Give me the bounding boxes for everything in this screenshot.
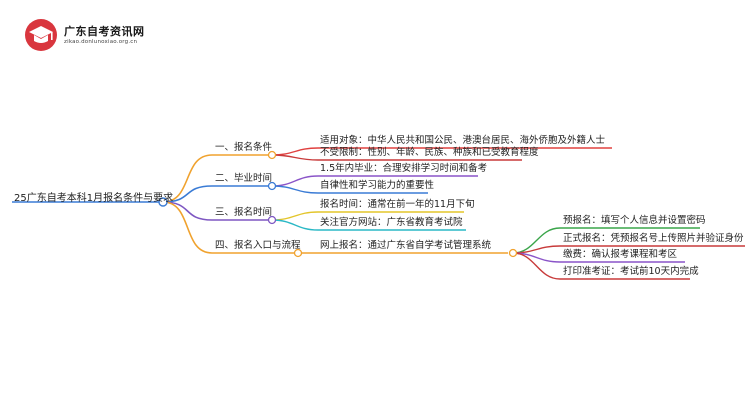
leaf-label-1-2: 不受限制：性别、年龄、民族、种族和已受教育程度 xyxy=(320,147,539,158)
sub-label-4: 打印准考证：考试前10天内完成 xyxy=(563,266,699,277)
leaf-label-4-1: 网上报名：通过广东省自学考试管理系统 xyxy=(320,240,492,251)
leaf-label-1-1: 适用对象：中华人民共和国公民、港澳台居民、海外侨胞及外籍人士 xyxy=(320,135,606,146)
branch-label-1: 一、报名条件 xyxy=(215,142,273,153)
branch-connector-3 xyxy=(162,201,213,221)
sub-label-2: 正式报名：凭预报名号上传照片并验证身份 xyxy=(563,233,744,244)
branch-node-2 xyxy=(267,181,277,191)
graduation-cap-icon xyxy=(25,19,57,51)
sub-label-3: 缴费：确认报考课程和考区 xyxy=(563,249,678,260)
leaf-label-2-2: 自律性和学习能力的重要性 xyxy=(320,180,435,191)
leaf-connector-2-1 xyxy=(271,175,319,187)
branch-label-2: 二、毕业时间 xyxy=(215,173,273,184)
leaf-node-online-registration xyxy=(508,248,518,258)
leaf-connector-1-1 xyxy=(271,147,319,156)
leaf-connector-3-1 xyxy=(271,211,319,221)
leaf-connector-1-2 xyxy=(271,154,319,161)
branch-label-3: 三、报名时间 xyxy=(215,207,273,218)
leaf-label-3-2: 关注官方网站：广东省教育考试院 xyxy=(320,217,463,228)
site-name: 广东自考资讯网 xyxy=(64,25,145,38)
leaf-label-3-1: 报名时间：通常在前一年的11月下旬 xyxy=(320,199,475,210)
site-domain: zikao.donlunoxiao.org.cn xyxy=(64,39,138,45)
sub-label-1: 预报名：填写个人信息并设置密码 xyxy=(563,215,706,226)
branch-node-1 xyxy=(267,150,277,160)
branch-connector-4 xyxy=(162,201,213,254)
leaf-label-2-1: 1.5年内毕业：合理安排学习时间和备考 xyxy=(320,163,488,174)
site-logo: 广东自考资讯网 zikao.donlunoxiao.org.cn xyxy=(24,18,144,54)
root-node xyxy=(158,197,168,207)
branch-node-4 xyxy=(293,248,303,258)
branch-node-3 xyxy=(267,215,277,225)
sub-connector-4 xyxy=(512,252,561,280)
leaf-connector-3-2 xyxy=(271,219,319,231)
leaf-connector-2-2 xyxy=(271,185,319,194)
branch-label-4: 四、报名入口与流程 xyxy=(215,240,301,251)
branch-connector-1 xyxy=(162,154,213,203)
branch-connector-2 xyxy=(162,185,213,203)
root-topic: 25广东自考本科1月报名条件与要求 xyxy=(14,193,174,204)
